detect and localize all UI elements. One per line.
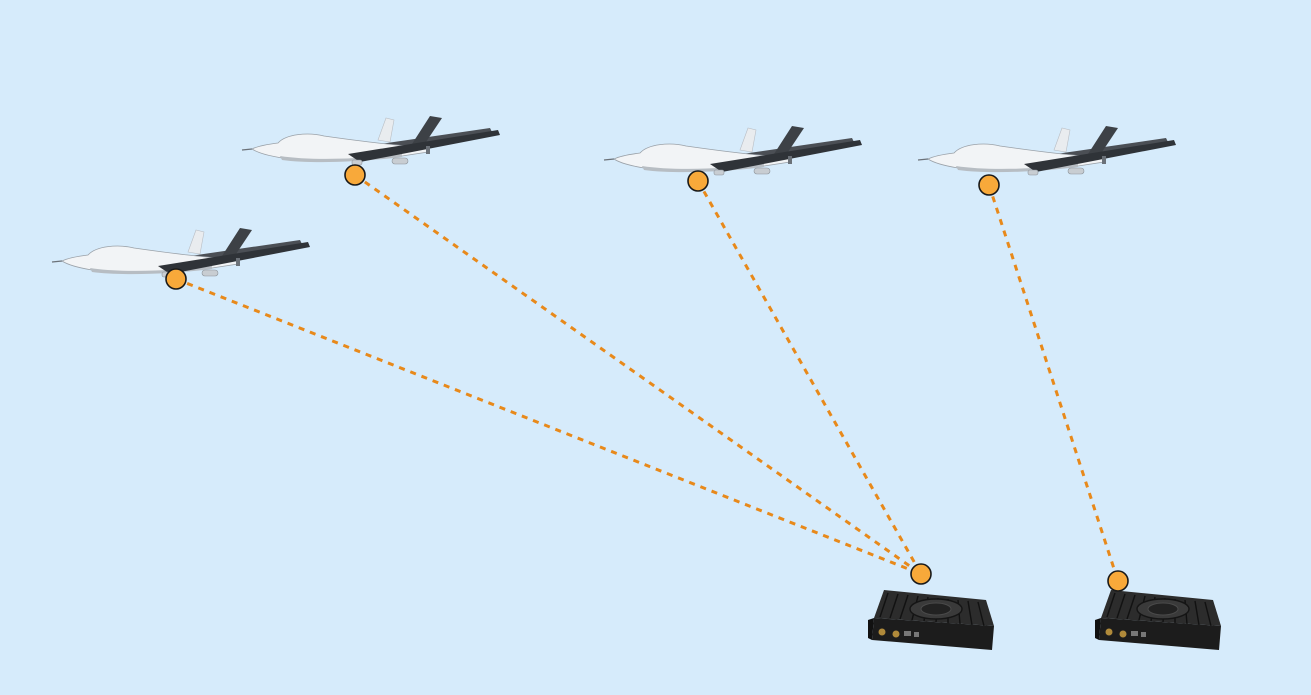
station-1 bbox=[867, 589, 995, 651]
drone-2 bbox=[241, 115, 501, 166]
link-drone-3-station-1 bbox=[696, 180, 923, 575]
drone-3 bbox=[603, 125, 863, 176]
link-drone-2-station-1 bbox=[354, 173, 922, 576]
link-drone-4-station-2 bbox=[987, 184, 1120, 582]
link-drone-1-station-1 bbox=[175, 277, 922, 576]
antenna-node-station-2 bbox=[1107, 570, 1129, 592]
uav-drone-icon bbox=[917, 125, 1177, 176]
radio-module-icon bbox=[1094, 589, 1222, 651]
antenna-node-drone-3 bbox=[687, 170, 709, 192]
uav-drone-icon bbox=[603, 125, 863, 176]
drone-4 bbox=[917, 125, 1177, 176]
radio-module-icon bbox=[867, 589, 995, 651]
uav-drone-icon bbox=[241, 115, 501, 166]
antenna-node-station-1 bbox=[910, 563, 932, 585]
station-2 bbox=[1094, 589, 1222, 651]
antenna-node-drone-4 bbox=[978, 174, 1000, 196]
antenna-node-drone-1 bbox=[165, 268, 187, 290]
antenna-node-drone-2 bbox=[344, 164, 366, 186]
antenna-nodes bbox=[165, 164, 1129, 592]
link-lines bbox=[175, 173, 1120, 582]
